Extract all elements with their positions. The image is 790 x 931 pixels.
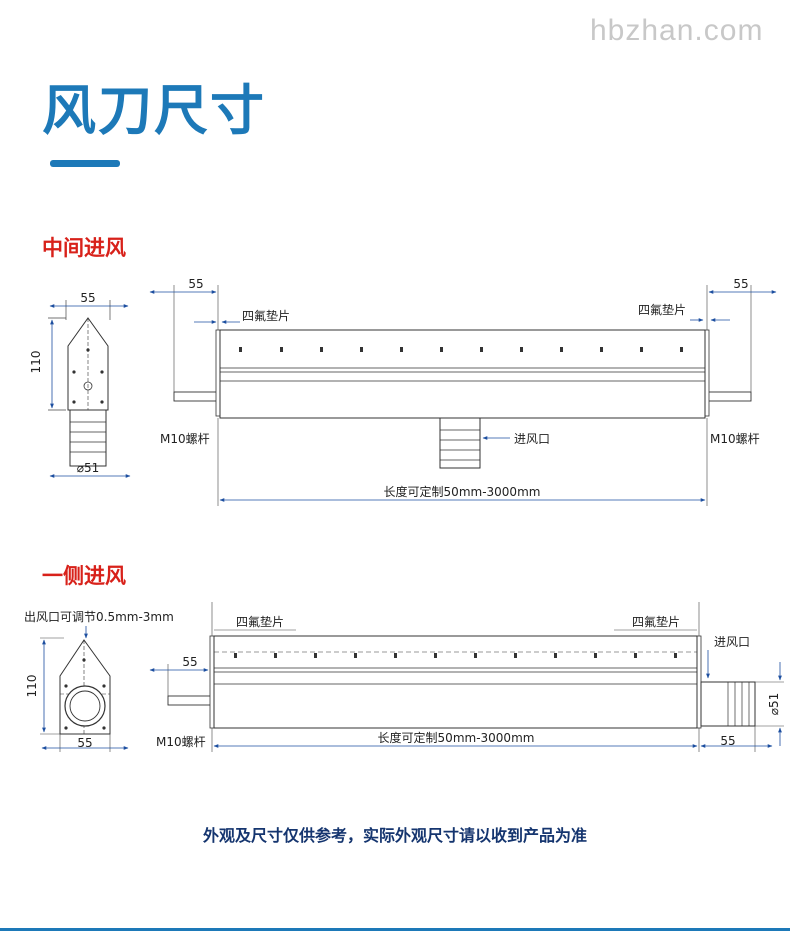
- title-underline: [50, 160, 120, 167]
- gasket-right-label-side: 四氟垫片: [632, 614, 680, 629]
- front-right-dim-middle: 55: [733, 277, 748, 291]
- gasket-left-label-side: 四氟垫片: [236, 614, 284, 629]
- front-right-dim-side: 55: [720, 734, 735, 748]
- rod-left-label-middle: M10螺杆: [160, 432, 210, 446]
- inlet-label-side: 进风口: [714, 635, 750, 649]
- bottom-divider: [0, 928, 790, 931]
- rod-right-label-middle: M10螺杆: [710, 432, 760, 446]
- rod-left-label-side: M10螺杆: [156, 735, 206, 749]
- side-height-label-side: 110: [25, 675, 39, 698]
- length-label-side: 长度可定制50mm-3000mm: [378, 730, 535, 745]
- inlet-label-middle: 进风口: [514, 432, 550, 446]
- gasket-right-label-middle: 四氟垫片: [638, 302, 686, 317]
- length-label-middle: 长度可定制50mm-3000mm: [384, 484, 541, 499]
- slot-adjust-label: 出风口可调节0.5mm-3mm: [24, 610, 174, 624]
- page-title: 风刀尺寸: [42, 79, 266, 142]
- inlet-diameter-label-side: ⌀51: [767, 693, 781, 716]
- footer-note: 外观及尺寸仅供参考，实际外观尺寸请以收到产品为准: [202, 826, 587, 845]
- front-left-dim-side: 55: [182, 655, 197, 669]
- section-title-middle-inlet: 中间进风: [42, 236, 126, 260]
- section-title-side-inlet: 一侧进风: [42, 564, 126, 588]
- watermark-text: hbzhan.com: [590, 14, 764, 47]
- front-left-dim-middle: 55: [188, 277, 203, 291]
- side-diameter-label-middle: ⌀51: [77, 461, 100, 475]
- side-width-label-middle: 55: [80, 291, 95, 305]
- side-width-label-side: 55: [77, 736, 92, 750]
- side-view-middle-inlet: 55 110 ⌀51: [29, 291, 131, 478]
- front-view-side-inlet: ⌀51 四氟垫片 四氟垫片 进风口 55 M10螺杆 长度可定制50mm-300…: [149, 602, 784, 752]
- front-view-middle-inlet: 55 55 四氟垫片 四氟垫片 M10螺杆 M10螺杆 进风口 长度可定制50m…: [149, 277, 777, 506]
- side-height-label-middle: 110: [29, 351, 43, 374]
- gasket-left-label-middle: 四氟垫片: [242, 308, 290, 323]
- side-view-side-inlet: 出风口可调节0.5mm-3mm 110 55: [24, 610, 174, 752]
